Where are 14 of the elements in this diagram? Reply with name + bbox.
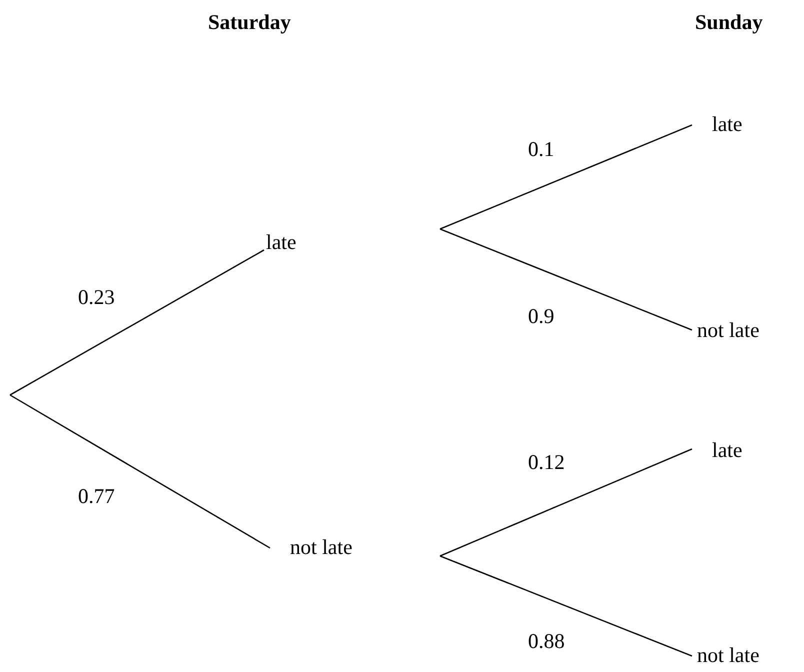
outcome-label: late	[712, 438, 742, 462]
outcome-label: not late	[290, 535, 352, 559]
branch-line	[10, 394, 270, 549]
branch-line	[440, 124, 692, 230]
outcome-label: not late	[697, 318, 760, 342]
outcome-label: not late	[697, 643, 760, 667]
branch-line	[440, 228, 692, 331]
branch-line	[440, 555, 692, 657]
day-heading: Saturday	[208, 10, 291, 34]
branch-line	[10, 249, 264, 396]
outcome-label: late	[266, 230, 296, 254]
day-heading: Sunday	[695, 10, 763, 34]
branch-line	[440, 448, 692, 557]
outcome-label: late	[712, 112, 742, 136]
